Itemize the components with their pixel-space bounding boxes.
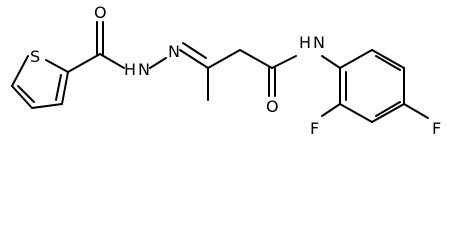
imine-double-bond — [179, 42, 209, 69]
hydrazone-h-label: H — [124, 60, 136, 79]
bond — [371, 103, 405, 123]
fluorine-para-label: F — [432, 119, 441, 138]
bond — [17, 85, 35, 103]
bond — [11, 85, 33, 109]
molecule-canvas: S O N H N O H N F F — [11, 3, 441, 138]
sulfur-atom-label: S — [30, 47, 40, 66]
bond — [149, 57, 167, 69]
bond — [339, 103, 373, 123]
amide-n-label: N — [313, 33, 325, 52]
bond — [31, 103, 63, 109]
amide-carbonyl — [268, 67, 276, 97]
bond — [371, 49, 405, 69]
bond — [321, 103, 341, 117]
imine-n-label: N — [168, 42, 180, 61]
bond — [207, 49, 241, 69]
fluorine-ortho-label: F — [310, 119, 319, 138]
bond — [55, 74, 62, 101]
bond — [239, 49, 273, 69]
bond — [271, 55, 297, 69]
bond — [11, 55, 29, 87]
hydrazone-n-label: N — [138, 60, 150, 79]
carbonyl-oxygen-label: O — [94, 3, 107, 22]
bond — [375, 101, 401, 117]
bond — [375, 55, 401, 71]
amide-oxygen-label: O — [266, 97, 279, 116]
amide-h-label: H — [299, 33, 311, 52]
thiophene-ring — [11, 55, 69, 109]
difluorophenyl-ring — [339, 49, 405, 123]
bond — [45, 59, 69, 73]
structure-diagram: S O N H N O H N F F — [11, 3, 441, 138]
bond — [403, 103, 429, 119]
bond — [67, 53, 101, 73]
bond — [61, 71, 69, 105]
carbonyl-left — [96, 21, 104, 55]
bond — [339, 49, 373, 69]
bond — [321, 55, 341, 69]
bond — [99, 53, 125, 69]
bond — [182, 42, 207, 59]
bond — [179, 49, 209, 69]
